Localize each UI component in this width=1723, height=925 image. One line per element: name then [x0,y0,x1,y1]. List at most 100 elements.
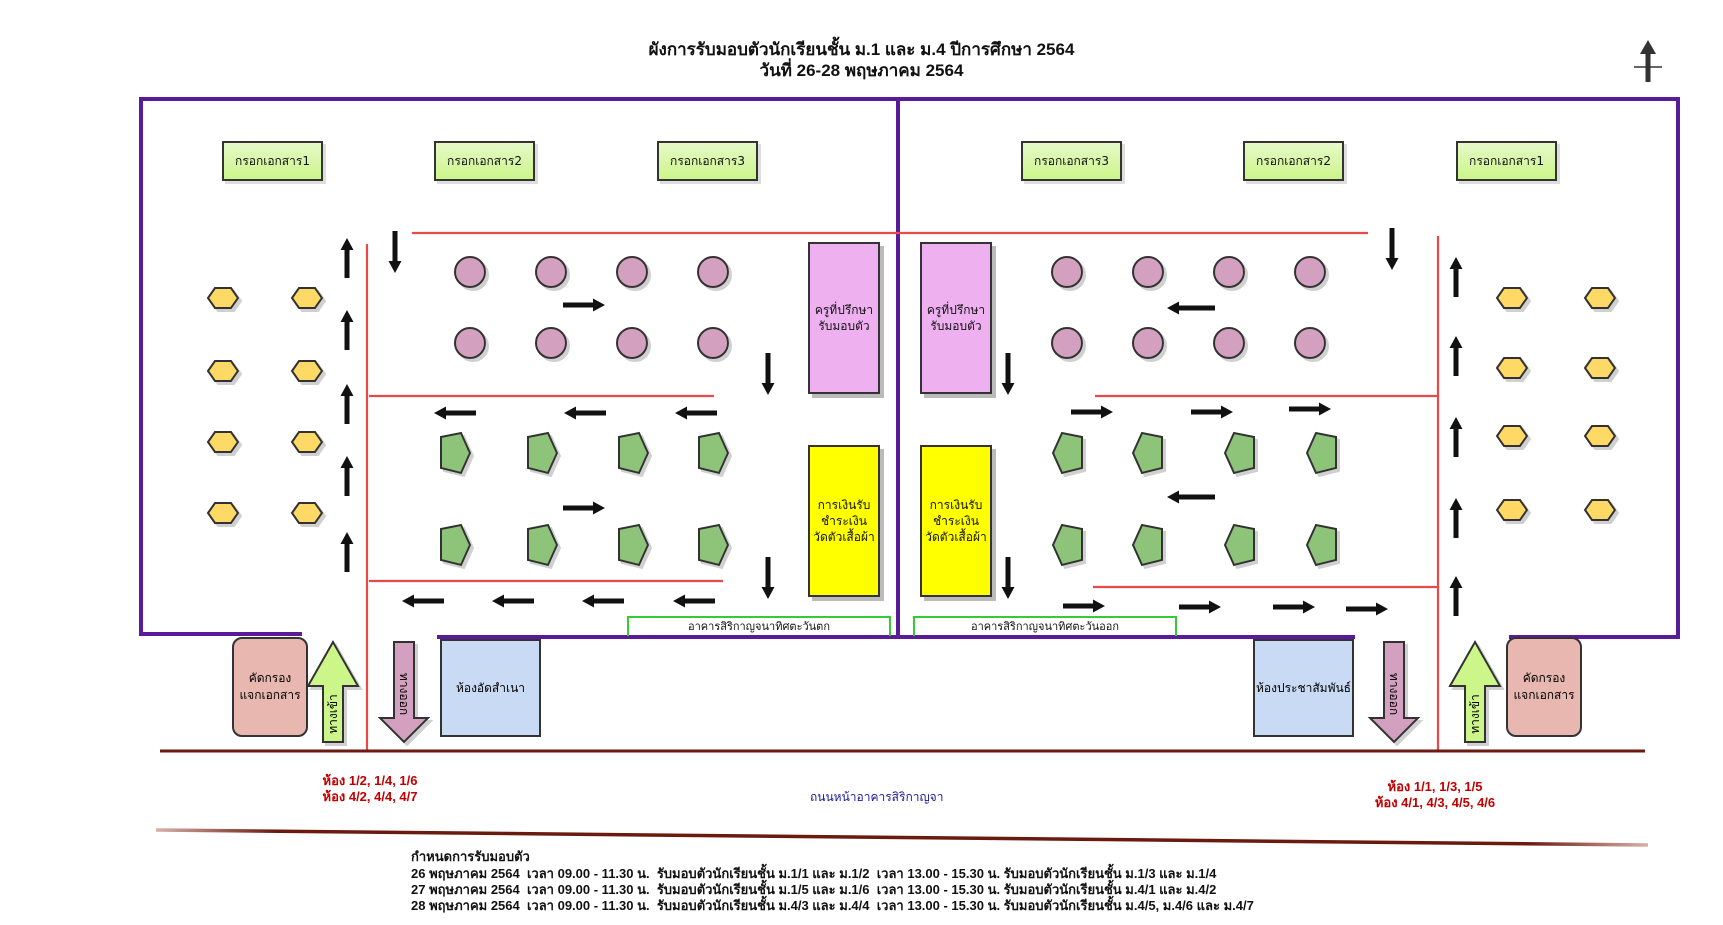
seat-hexagon-icon [290,431,324,453]
hall-outline [139,97,1680,639]
flow-arrow-up-icon [1449,417,1463,457]
flow-arrow-up-icon [340,310,354,350]
seat-hexagon-icon [206,360,240,382]
seat-circle-icon [535,256,567,288]
seat-circle-icon [697,256,729,288]
seat-pentagon-icon [1223,523,1255,567]
seat-pentagon-icon [1305,431,1337,475]
public-relations-room: ห้องประชาสัมพันธ์ [1253,639,1354,737]
flow-arrow-left-icon [492,594,534,608]
seat-pentagon-icon [527,523,559,567]
right-entrance-label: ทางเข้า [1468,694,1482,734]
seat-pentagon-icon [1131,431,1163,475]
flow-arrow-left-icon [582,594,624,608]
lane-lines [365,231,1440,752]
seat-circle-icon [697,327,729,359]
seat-hexagon-icon [1495,357,1529,379]
flow-arrow-right-icon [1346,602,1388,616]
flow-arrow-right-icon [1063,599,1105,613]
form-station-left-3: กรอกเอกสาร3 [657,141,758,181]
form-station-left-2: กรอกเอกสาร2 [434,141,535,181]
flow-arrow-left-icon [434,406,476,420]
schedule: กำหนดการรับมอบตัว 26 พฤษภาคม 2564 เวลา 0… [411,850,1254,914]
seat-hexagon-icon [206,431,240,453]
seat-hexagon-icon [206,502,240,524]
flow-arrow-right-icon [1273,600,1315,614]
schedule-row: 26 พฤษภาคม 2564 เวลา 09.00 - 11.30 น. รั… [411,866,1217,881]
seat-pentagon-icon [440,523,472,567]
flow-arrow-right-icon [1191,405,1233,419]
seat-pentagon-icon [527,431,559,475]
seat-circle-icon [1051,256,1083,288]
flow-arrow-up-icon [1449,576,1463,616]
finance-box-left: การเงินรับ ชำระเงิน วัดตัวเสื้อผ้า [808,445,880,597]
seat-hexagon-icon [206,287,240,309]
seat-circle-icon [1132,256,1164,288]
seat-circle-icon [1294,256,1326,288]
advisor-teacher-box-left: ครูที่ปรึกษา รับมอบตัว [808,242,880,394]
seat-circle-icon [454,256,486,288]
seat-pentagon-icon [618,523,650,567]
seat-hexagon-icon [290,287,324,309]
seat-hexagon-icon [1495,287,1529,309]
form-station-right-3: กรอกเอกสาร3 [1021,141,1122,181]
screening-box-right: คัดกรอง แจกเอกสาร [1506,637,1582,737]
flow-arrow-right-icon [1071,405,1113,419]
seat-hexagon-icon [1583,425,1617,447]
flow-arrow-up-icon [1449,257,1463,297]
seat-hexagon-icon [290,360,324,382]
copy-room: ห้องอัดสำเนา [440,639,541,737]
flow-arrow-left-icon [673,594,715,608]
seat-pentagon-icon [1305,523,1337,567]
flow-arrow-up-icon [1449,336,1463,376]
right-classrooms-line1: ห้อง 1/1, 1/3, 1/5 [1387,779,1483,794]
seat-hexagon-icon [1495,425,1529,447]
schedule-row: 27 พฤษภาคม 2564 เวลา 09.00 - 11.30 น. รั… [411,882,1217,897]
flow-arrow-right-icon [563,298,605,312]
seat-circle-icon [1213,256,1245,288]
west-building-label: อาคารสิริกาญจนาทิศตะวันตก [627,616,891,636]
seat-pentagon-icon [698,431,730,475]
schedule-row: 28 พฤษภาคม 2564 เวลา 09.00 - 11.30 น. รั… [411,898,1254,913]
seat-hexagon-icon [290,502,324,524]
seat-circle-icon [1132,327,1164,359]
flow-arrow-down-icon [1385,228,1399,270]
seat-pentagon-icon [1223,431,1255,475]
right-entrance-arrow [1448,639,1502,743]
seat-pentagon-icon [698,523,730,567]
finance-box-right: การเงินรับ ชำระเงิน วัดตัวเสื้อผ้า [920,445,992,597]
flow-arrow-down-icon [388,231,402,273]
seat-pentagon-icon [440,431,472,475]
flow-arrow-up-icon [340,456,354,496]
flow-arrow-right-icon [1179,600,1221,614]
map-subtitle: วันที่ 26-28 พฤษภาคม 2564 [759,61,964,80]
left-exit-arrow [377,641,431,744]
flow-arrow-right-icon [1289,402,1331,416]
road-label: ถนนหน้าอาคารสิริกาญจา [810,790,944,804]
form-station-right-1: กรอกเอกสาร1 [1456,141,1557,181]
seat-pentagon-icon [1131,523,1163,567]
seat-circle-icon [1213,327,1245,359]
right-exit-arrow [1367,641,1421,744]
seat-circle-icon [1051,327,1083,359]
seat-pentagon-icon [618,431,650,475]
seat-circle-icon [454,327,486,359]
flow-arrow-down-icon [1001,557,1015,599]
flow-arrow-down-icon [761,557,775,599]
flow-arrow-left-icon [564,406,606,420]
advisor-teacher-box-right: ครูที่ปรึกษา รับมอบตัว [920,242,992,394]
seat-hexagon-icon [1583,287,1617,309]
flow-arrow-down-icon [1001,353,1015,395]
seat-circle-icon [616,256,648,288]
seat-hexagon-icon [1583,357,1617,379]
form-station-right-2: กรอกเอกสาร2 [1243,141,1344,181]
road-line-bottom [155,828,1649,847]
seat-circle-icon [616,327,648,359]
form-station-left-1: กรอกเอกสาร1 [222,141,323,181]
flow-arrow-left-icon [1167,301,1215,315]
left-exit-label: ทางออก [397,673,411,715]
seat-circle-icon [1294,327,1326,359]
left-classrooms-line1: ห้อง 1/2, 1/4, 1/6 [322,773,418,788]
flow-arrow-up-icon [340,384,354,424]
